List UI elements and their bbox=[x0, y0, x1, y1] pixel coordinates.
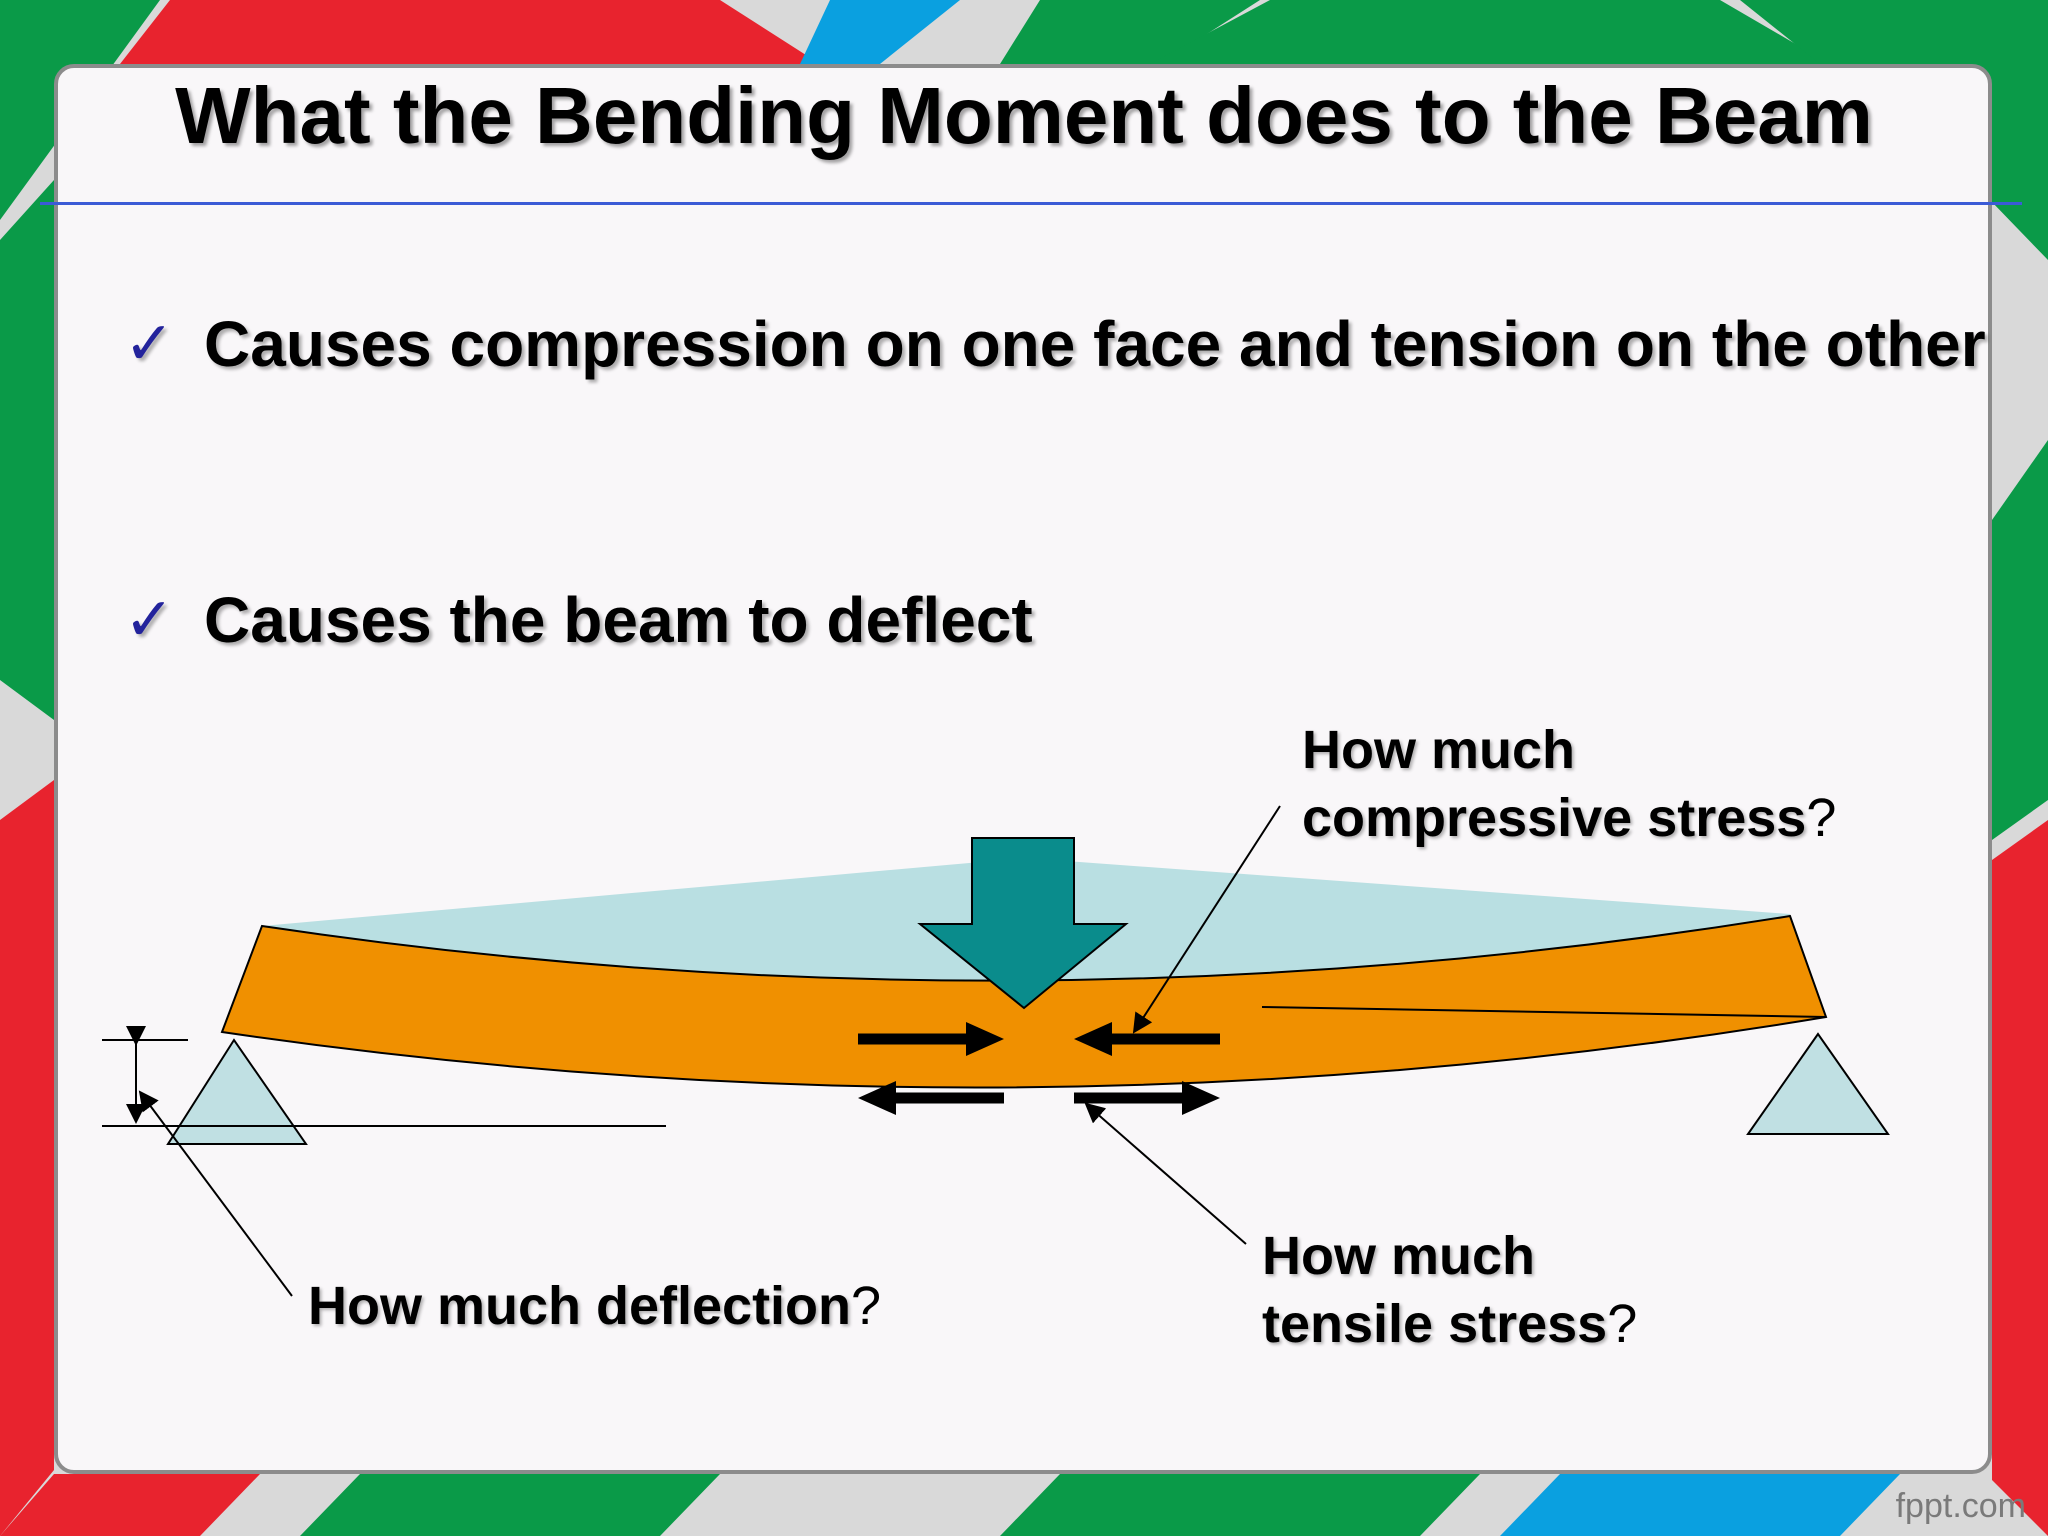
compressive-leader bbox=[1132, 805, 1281, 1034]
right-support bbox=[1746, 1032, 1890, 1135]
watermark: fppt.com bbox=[1895, 1487, 2026, 1525]
tensile-stress-label: How much tensile stress? bbox=[1262, 1222, 1637, 1358]
tension-arrows bbox=[858, 1081, 1220, 1115]
slide-card bbox=[54, 64, 1992, 1474]
slide-title: What the Bending Moment does to the Beam bbox=[175, 71, 1873, 160]
deflection-dimension bbox=[102, 1026, 666, 1127]
beam-crack-line bbox=[1261, 1006, 1827, 1018]
label-text: compressive stress bbox=[1302, 788, 1807, 848]
deflection-label: How much deflection? bbox=[308, 1272, 881, 1340]
label-text: tensile stress bbox=[1262, 1294, 1608, 1354]
compressive-stress-label: How much compressive stress? bbox=[1302, 716, 1836, 852]
label-text: How much deflection bbox=[308, 1276, 852, 1336]
question-mark: ? bbox=[1806, 788, 1837, 848]
check-icon: ✓ bbox=[124, 586, 175, 653]
label-line: How much bbox=[1302, 720, 1576, 780]
left-support bbox=[166, 1038, 308, 1145]
title-rule bbox=[40, 202, 2022, 205]
label-line: tensile stress? bbox=[1262, 1290, 1637, 1358]
bullet-text: Causes compression on one face and tensi… bbox=[204, 308, 1986, 380]
compression-arrows bbox=[858, 1022, 1220, 1056]
question-mark: ? bbox=[851, 1276, 882, 1336]
load-arrow bbox=[917, 837, 1129, 1010]
bullet-text: Causes the beam to deflect bbox=[204, 584, 1033, 656]
deflection-leader bbox=[138, 1090, 293, 1297]
label-line: compressive stress? bbox=[1302, 784, 1836, 852]
tensile-leader bbox=[1084, 1102, 1247, 1245]
check-icon: ✓ bbox=[124, 310, 175, 377]
question-mark: ? bbox=[1607, 1294, 1638, 1354]
label-line: How much bbox=[1262, 1226, 1536, 1286]
